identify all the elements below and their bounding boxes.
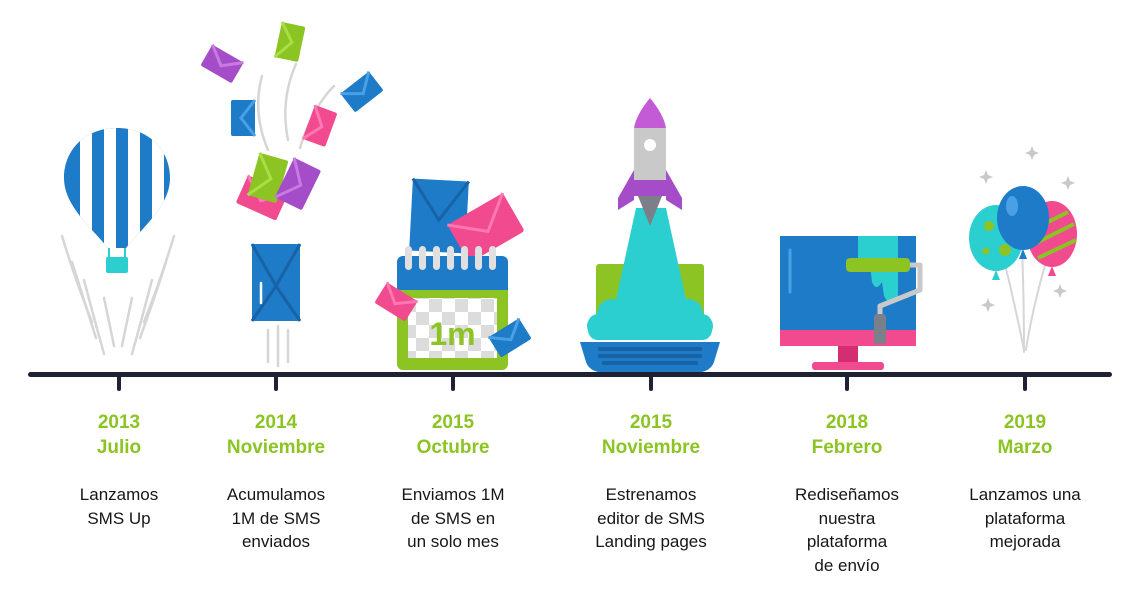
milestone-description: Rediseñamos nuestra plataforma de envío	[762, 483, 932, 577]
milestone-year: 2013	[97, 412, 141, 433]
milestone-2013-julio: 2013 Julio Lanzamos SMS Up	[34, 410, 204, 530]
timeline-illustrations: 1m	[60, 21, 1077, 372]
milestone-2015-noviembre: 2015 Noviembre Estrenamos editor de SMS …	[566, 410, 736, 554]
milestone-year: 2015	[431, 412, 475, 433]
hot-air-balloon-icon	[60, 128, 176, 356]
milestone-description: Estrenamos editor de SMS Landing pages	[566, 483, 736, 554]
milestone-description: Lanzamos SMS Up	[34, 483, 204, 530]
timeline-axis	[28, 372, 1112, 377]
description-line: plataforma	[806, 532, 888, 551]
milestone-year: 2014	[254, 412, 298, 433]
milestone-month: Marzo	[997, 437, 1053, 458]
milestone-year: 2018	[825, 412, 869, 433]
description-line: Lanzamos	[79, 485, 159, 504]
milestone-2014-noviembre: 2014 Noviembre Acumulamos 1M de SMS envi…	[191, 410, 361, 554]
milestone-year: 2015	[629, 412, 673, 433]
description-line: editor de SMS	[597, 508, 705, 528]
milestone-2018-febrero: 2018 Febrero Rediseñamos nuestra platafo…	[762, 410, 932, 577]
description-line: 1M de SMS	[231, 508, 321, 528]
description-line: Estrenamos	[605, 485, 697, 504]
milestone-description: Lanzamos una plataforma mejorada	[940, 483, 1110, 554]
milestone-year: 2019	[1003, 412, 1047, 433]
calendar-1m-icon: 1m	[375, 177, 531, 370]
paint-roller-monitor-icon	[780, 236, 923, 370]
timeline-tick	[649, 374, 653, 391]
description-line: SMS Up	[87, 508, 151, 528]
description-line: enviados	[241, 532, 311, 551]
milestone-month: Febrero	[811, 437, 883, 458]
balloons-icon	[969, 146, 1077, 353]
description-line: Rediseñamos	[795, 485, 899, 504]
timeline-tick	[451, 374, 455, 391]
timeline-tick	[1023, 374, 1027, 391]
milestone-2015-octubre: 2015 Octubre Enviamos 1M de SMS en un so…	[368, 410, 538, 554]
rocket-laptop-icon	[580, 98, 720, 372]
description-line: de envío	[814, 555, 880, 575]
calendar-badge: 1m	[429, 316, 475, 352]
timeline-tick	[274, 374, 278, 391]
description-line: un solo mes	[407, 532, 499, 551]
description-line: Lanzamos una	[969, 485, 1081, 504]
description-line: de SMS en	[410, 508, 496, 528]
timeline-tick	[845, 374, 849, 391]
description-line: mejorada	[989, 532, 1061, 551]
timeline-tick	[117, 374, 121, 391]
milestone-month: Noviembre	[601, 437, 701, 458]
milestone-description: Enviamos 1M de SMS en un solo mes	[368, 483, 538, 554]
milestone-2019-marzo: 2019 Marzo Lanzamos una plataforma mejor…	[940, 410, 1110, 554]
description-line: Enviamos 1M	[401, 485, 505, 504]
milestone-month: Noviembre	[226, 437, 326, 458]
description-line: plataforma	[984, 508, 1066, 528]
milestone-month: Julio	[96, 437, 142, 458]
milestone-month: Octubre	[416, 437, 490, 458]
description-line: nuestra	[818, 508, 876, 528]
flying-envelopes-icon	[201, 21, 383, 368]
milestone-description: Acumulamos 1M de SMS enviados	[191, 483, 361, 554]
description-line: Landing pages	[595, 532, 707, 551]
description-line: Acumulamos	[226, 485, 326, 504]
